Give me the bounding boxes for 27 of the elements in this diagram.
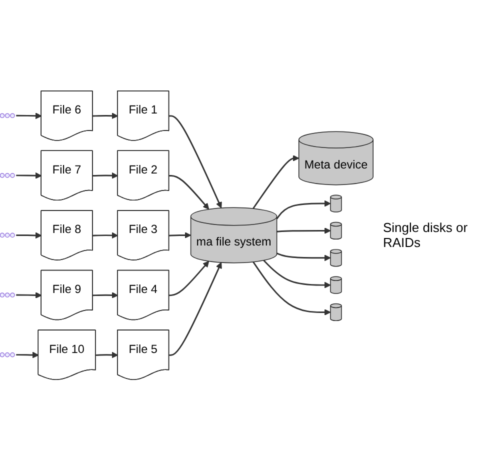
arrow <box>92 292 118 298</box>
arrow <box>92 232 118 238</box>
node-cylinder <box>330 303 342 321</box>
arrow <box>92 112 118 119</box>
arrow <box>252 154 300 209</box>
arrow <box>263 260 331 288</box>
node-cylinder <box>330 222 342 240</box>
arrow <box>169 174 210 210</box>
arrow <box>276 227 331 234</box>
node-cylinder <box>330 194 342 212</box>
arrow <box>16 292 42 298</box>
arrow <box>169 260 210 296</box>
node-cylinder <box>330 276 342 294</box>
arrow <box>276 252 331 261</box>
node-cylinder <box>330 248 342 266</box>
arrow <box>16 232 42 238</box>
arrow <box>169 232 192 238</box>
arrow <box>276 200 331 220</box>
arrow <box>169 114 222 208</box>
arrow <box>16 352 39 358</box>
arrow <box>16 172 42 179</box>
arrow <box>96 352 118 358</box>
arrow <box>92 172 118 179</box>
arrow <box>169 262 222 356</box>
bracket-note: Single disks or RAIDs <box>383 220 469 250</box>
arrow <box>252 261 331 316</box>
arrow <box>16 112 42 119</box>
